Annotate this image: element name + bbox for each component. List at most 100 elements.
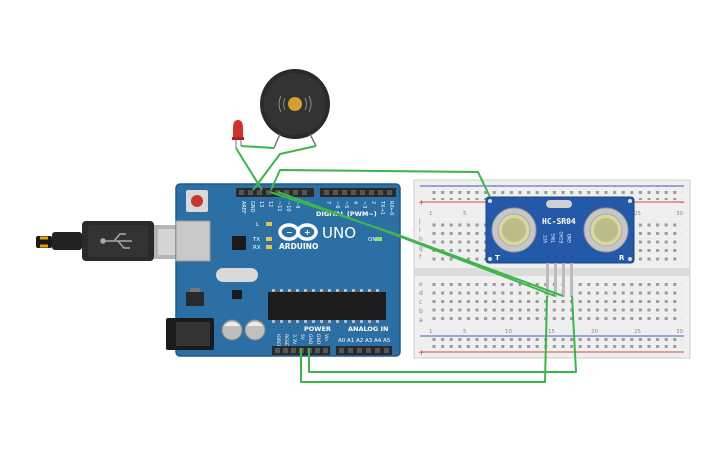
sensor-pin-trig: TRIG <box>551 233 556 244</box>
row-letter-b: b <box>419 308 423 315</box>
wire-pin12-sensor[interactable] <box>270 169 491 198</box>
capacitors <box>221 319 266 341</box>
power-pin-reset: RESET <box>283 334 289 349</box>
usb-cable[interactable] <box>36 221 180 261</box>
arduino-logo: − + ARDUINO UNO <box>278 223 356 251</box>
row-letter-d: d <box>419 290 423 297</box>
col-number-10-bottom: 10 <box>505 329 512 335</box>
led-label-l: L <box>256 222 260 228</box>
pin-label-5: ~5 <box>343 201 349 208</box>
pin-label-rx0: RX←0 <box>388 201 394 215</box>
analog-pin-a0: A0 <box>338 338 346 344</box>
col-number-25-bottom: 25 <box>634 329 641 335</box>
row-letter-e: e <box>419 281 423 288</box>
sensor-pin-gnd: GND <box>567 234 572 243</box>
row-letter-c: c <box>419 299 422 306</box>
rail-plus-label-bottom: + <box>418 348 425 357</box>
pin-label-2: 2 <box>370 201 376 204</box>
col-number-1: 1 <box>429 211 433 217</box>
analog-pin-a5: A5 <box>383 338 391 344</box>
crystal-oscillator <box>216 268 258 282</box>
rail-plus-label: + <box>418 198 425 207</box>
onboard-leds <box>266 222 382 249</box>
col-number-30: 30 <box>676 211 683 217</box>
rail-minus-label: − <box>678 198 685 207</box>
analog-pin-a3: A3 <box>365 338 373 344</box>
pin-label-7: 7 <box>325 201 331 204</box>
wire-gnd-gnd[interactable] <box>308 295 577 373</box>
col-number-15-bottom: 15 <box>548 329 555 335</box>
power-pin-5v: 5V <box>299 334 305 341</box>
receiver-transducer <box>583 207 629 253</box>
atmega-chip <box>268 289 386 323</box>
power-pin-3v3: 3.3V <box>291 334 297 345</box>
row-letter-a: a <box>419 317 423 324</box>
rail-holes-bottom <box>428 338 682 352</box>
infinity-icon <box>278 223 318 241</box>
voltage-regulator <box>186 292 204 306</box>
analog-pin-a4: A4 <box>374 338 382 344</box>
red-led[interactable] <box>232 120 244 148</box>
usb-chip <box>232 236 246 250</box>
svg-text:+: + <box>304 228 311 237</box>
power-label: POWER <box>304 325 331 333</box>
col-number-5-bottom: 5 <box>463 329 467 335</box>
row-letter-h: h <box>419 236 423 243</box>
col-number-20-bottom: 20 <box>591 329 598 335</box>
wire-buzzer-gnd[interactable] <box>252 145 317 191</box>
wire-5v-vcc[interactable] <box>300 295 548 383</box>
analog-pin-a2: A2 <box>356 338 363 344</box>
power-pin-ioref: IOREF <box>275 334 281 348</box>
sensor-mark-t: T <box>495 254 500 262</box>
center-channel <box>414 268 690 276</box>
col-number-30-bottom: 30 <box>676 329 683 335</box>
crystal <box>546 200 572 208</box>
power-pin-gnd2: GND <box>315 334 321 345</box>
usb-icon <box>100 233 132 249</box>
pin-label-10: ~10 <box>285 201 291 212</box>
transmitter-transducer <box>491 207 537 253</box>
pin-label-aref: AREF <box>240 201 246 214</box>
sound-wave-icon <box>278 95 312 113</box>
usb-socket <box>175 220 211 262</box>
led-label-on: ON <box>368 237 376 243</box>
power-pin-gnd1: GND <box>307 334 313 345</box>
pin-label-12: 12 <box>267 201 273 207</box>
sensor-mark-r: R <box>619 254 625 262</box>
pin-label-4: 4 <box>352 201 358 204</box>
sensor-name: HC-SR04 <box>542 217 576 226</box>
analog-label: ANALOG IN <box>348 325 388 333</box>
power-jack[interactable] <box>166 318 214 350</box>
small-chip <box>232 290 242 299</box>
wires <box>235 145 577 383</box>
sensor-pin-echo: ECHO <box>559 232 564 243</box>
brand-label: ARDUINO <box>279 242 318 251</box>
power-pin-vin: Vin <box>323 334 329 341</box>
pin-label-6: ~6 <box>334 201 340 208</box>
row-letter-g: g <box>419 245 423 252</box>
piezo-buzzer[interactable] <box>260 69 330 149</box>
col-number-5: 5 <box>463 211 467 217</box>
pin-label-3: ~3 <box>361 201 367 208</box>
wire-echo[interactable] <box>269 191 564 297</box>
pin-label-gnd: GND <box>249 201 255 213</box>
sensor-pin-vcc: VCC <box>543 234 548 243</box>
pin-label-11: ~11 <box>276 201 282 212</box>
reset-button[interactable] <box>186 190 208 212</box>
col-number-25: 25 <box>634 211 641 217</box>
arduino-uno-board[interactable]: AREF GND 13 12 ~11 ~10 ~9 8 7 ~6 ~5 4 ~3… <box>166 183 401 357</box>
wire-led-buzzer[interactable] <box>240 145 275 149</box>
digital-label: DIGITAL (PWM~) <box>316 210 377 218</box>
hc-sr04-sensor[interactable]: HC-SR04 T R VCC TRIG ECHO GND <box>485 196 635 297</box>
led-label-rx: RX <box>253 245 261 251</box>
sensor-pin-legs <box>546 263 573 297</box>
row-letter-j: j <box>418 218 421 225</box>
digital-pin-header <box>236 188 396 197</box>
row-letter-i: i <box>419 227 421 234</box>
svg-text:−: − <box>286 228 293 237</box>
col-number-1-bottom: 1 <box>429 329 433 335</box>
model-label: UNO <box>322 224 356 242</box>
pin-label-tx1: TX→1 <box>379 200 385 215</box>
led-label-tx: TX <box>252 237 260 243</box>
